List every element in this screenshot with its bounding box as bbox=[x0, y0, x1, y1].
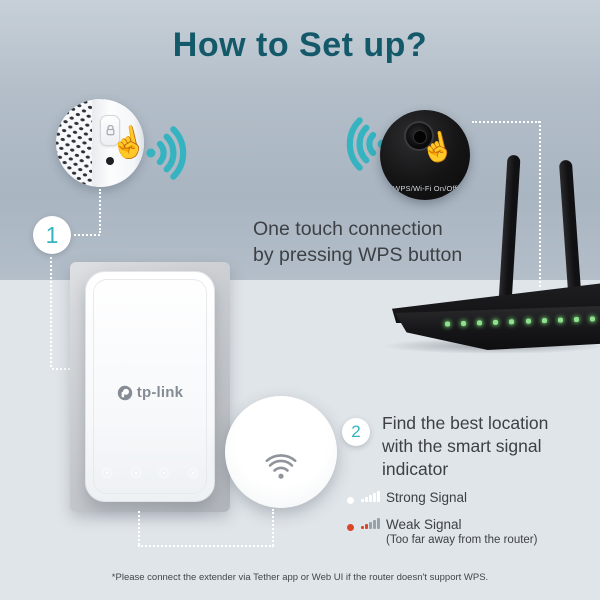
step-2-number: 2 bbox=[351, 422, 361, 441]
connector-line bbox=[50, 257, 52, 367]
connector-line bbox=[472, 121, 540, 123]
indicator-led-glow bbox=[268, 420, 294, 446]
step-2-badge: 2 bbox=[342, 418, 370, 446]
weak-signal-note: (Too far away from the router) bbox=[386, 534, 538, 546]
extender-face bbox=[93, 279, 207, 494]
power-led bbox=[104, 470, 110, 476]
step-1-badge: 1 bbox=[33, 216, 71, 254]
weak-signal-dot bbox=[347, 524, 354, 531]
band-2-4g-led bbox=[161, 470, 168, 476]
extender-photo: tp-link bbox=[85, 271, 215, 502]
hand-press-icon: ☝ bbox=[417, 128, 458, 167]
extender-indicator-leds bbox=[104, 470, 196, 476]
smart-signal-indicator-callout bbox=[225, 396, 337, 508]
weak-signal-label: Weak Signal bbox=[386, 517, 462, 532]
wifi-icon bbox=[265, 454, 297, 479]
wifi-waves-icon bbox=[146, 126, 187, 180]
step-1-number: 1 bbox=[45, 221, 59, 248]
connector-line bbox=[138, 545, 274, 547]
connector-line bbox=[99, 189, 101, 233]
router-wps-button bbox=[404, 121, 434, 151]
connector-line bbox=[138, 511, 140, 545]
router-wps-callout: ☝ WPS/Wi-Fi On/Off bbox=[380, 110, 470, 200]
strong-signal-label: Strong Signal bbox=[386, 490, 468, 505]
footnote: *Please connect the extender via Tether … bbox=[111, 572, 489, 583]
extender-wps-button bbox=[100, 115, 120, 146]
strong-signal-dot bbox=[347, 497, 354, 504]
connector-line bbox=[272, 509, 274, 546]
signal-led bbox=[132, 470, 139, 476]
extender-port bbox=[106, 157, 114, 165]
connector-line bbox=[74, 234, 100, 236]
page-title: How to Set up? bbox=[172, 26, 428, 64]
weak-signal-bars-icon bbox=[361, 517, 380, 529]
extender-wps-callout: ☝ bbox=[56, 99, 144, 187]
brand-logo: tp-link bbox=[86, 384, 214, 401]
connector-line bbox=[539, 121, 541, 287]
hand-press-icon: ☝ bbox=[106, 123, 144, 164]
strong-signal-bars-icon bbox=[361, 490, 380, 502]
band-5g-led bbox=[189, 470, 196, 476]
tp-link-logo-icon bbox=[117, 385, 132, 400]
step-2-text: Find the best location with the smart si… bbox=[382, 413, 549, 479]
connector-line bbox=[52, 368, 86, 370]
lock-icon bbox=[106, 125, 114, 136]
brand-name: tp-link bbox=[136, 384, 184, 401]
step-1-text: One touch connection by pressing WPS but… bbox=[253, 218, 463, 266]
router-wps-label: WPS/Wi-Fi On/Off bbox=[393, 184, 457, 193]
